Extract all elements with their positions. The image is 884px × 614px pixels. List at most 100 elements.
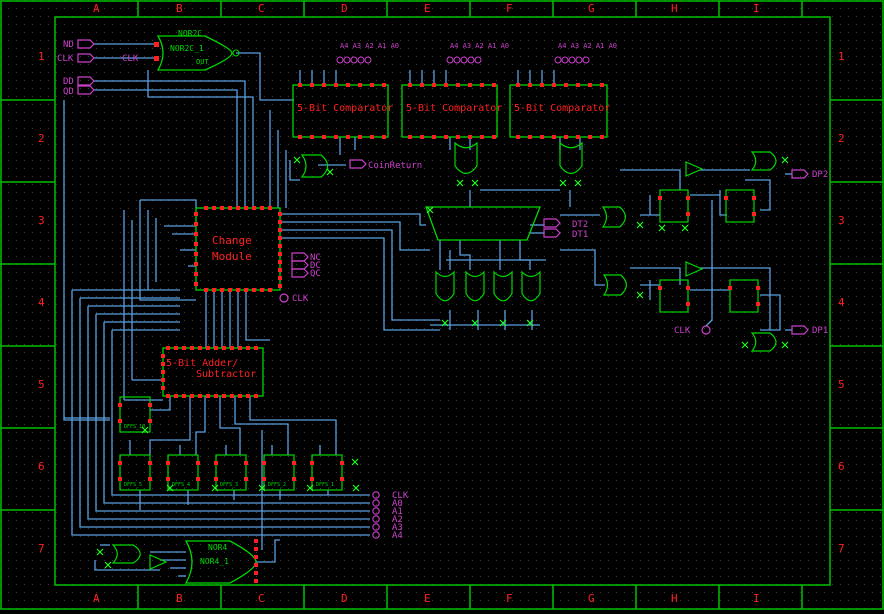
dff-label: DFFS_10 <box>124 424 145 430</box>
and-gate-4[interactable] <box>521 270 541 302</box>
or-gate-comp2[interactable] <box>454 141 478 174</box>
change-module-line1: Change <box>212 234 252 247</box>
bus-port-a3[interactable]: A3 <box>372 523 403 533</box>
unconnected-markers <box>96 156 789 569</box>
comparator-2[interactable]: 5-Bit Comparator A4 A3 A2 A1 A0 <box>401 42 509 138</box>
row-label-right: 3 <box>838 214 845 227</box>
bus-port-a4[interactable]: A4 <box>372 531 403 541</box>
port-coin-return[interactable]: CoinReturn <box>349 159 422 171</box>
column-label-bottom: H <box>671 592 678 605</box>
comparator-3[interactable]: 5-Bit Comparator A4 A3 A2 A1 A0 <box>509 42 617 138</box>
comparator-2-title: 5-Bit Comparator <box>406 103 502 114</box>
bus-port-label: A1 <box>392 507 403 517</box>
dff-right[interactable] <box>658 189 690 223</box>
nor2c-title: NOR2C <box>178 29 202 38</box>
buffer[interactable] <box>149 554 168 570</box>
comparator-3-title: 5-Bit Comparator <box>514 103 610 114</box>
port-clk-right[interactable]: CLK <box>674 325 711 336</box>
port-nd[interactable]: ND <box>63 39 95 50</box>
port-dt2[interactable]: DT2 <box>543 218 588 230</box>
port-dp1[interactable]: DP1 <box>791 325 828 336</box>
port-qc[interactable]: QC <box>291 268 321 279</box>
nor-gate-bottom[interactable] <box>111 544 141 564</box>
row-label-left: 2 <box>38 132 45 145</box>
port-coin-return-label: CoinReturn <box>368 161 422 171</box>
dff-label: DFFS_5 <box>124 482 142 488</box>
bus-port-label: A3 <box>392 523 403 533</box>
port-dt2-label: DT2 <box>572 220 588 230</box>
column-label-top: G <box>588 2 595 15</box>
row-label-left: 7 <box>38 542 45 555</box>
dff-right[interactable] <box>724 189 756 223</box>
comparator-1[interactable]: 5-Bit Comparator A4 A3 A2 A1 A0 <box>292 42 399 138</box>
column-label-bottom: I <box>753 592 760 605</box>
port-dd[interactable]: DD <box>63 76 95 87</box>
column-label-top: B <box>176 2 183 15</box>
bus-port-a0[interactable]: A0 <box>372 499 403 509</box>
column-label-top: C <box>258 2 265 15</box>
port-dt1[interactable]: DT1 <box>543 228 588 240</box>
column-label-top: I <box>753 2 760 15</box>
buffer[interactable] <box>685 261 704 277</box>
and-gate-1[interactable] <box>435 270 455 302</box>
row-label-left: 5 <box>38 378 45 391</box>
column-label-top: A <box>93 2 100 15</box>
dff-dffs_4[interactable]: DFFS_4 <box>166 454 200 491</box>
port-qc-label: QC <box>310 269 321 279</box>
row-label-left: 6 <box>38 460 45 473</box>
port-nd-label: ND <box>63 40 74 50</box>
dff-dffs_2[interactable]: DFFS_2 <box>262 454 296 491</box>
nor-gate-dp1[interactable] <box>750 332 777 352</box>
port-qd[interactable]: QD <box>63 85 95 97</box>
and-gate-2[interactable] <box>465 270 485 302</box>
port-clk-change[interactable]: CLK <box>279 293 309 304</box>
column-label-bottom: E <box>424 592 431 605</box>
port-dp2-label: DP2 <box>812 170 828 180</box>
bus-port-label: CLK <box>392 491 409 501</box>
port-dc[interactable]: DC <box>291 260 321 271</box>
net-clk-nor-label: CLK <box>122 54 139 64</box>
row-label-left: 3 <box>38 214 45 227</box>
adder-line2: Subtractor <box>196 369 256 380</box>
column-label-bottom: G <box>588 592 595 605</box>
bus-port-a1[interactable]: A1 <box>372 507 403 517</box>
multiplexer[interactable] <box>425 206 541 241</box>
column-label-bottom: F <box>506 592 513 605</box>
or-gate-comp3[interactable] <box>559 141 583 174</box>
column-label-bottom: C <box>258 592 265 605</box>
port-nc-label: NC <box>310 253 321 263</box>
dff-dffs_5[interactable]: DFFS_5 <box>118 454 152 491</box>
port-clk-right-label: CLK <box>674 326 691 336</box>
nor2c-gate[interactable]: NOR2C NOR2C_1 OUT <box>154 29 240 71</box>
comparator-2-inputs: A4 A3 A2 A1 A0 <box>450 42 509 50</box>
row-label-right: 4 <box>838 296 845 309</box>
bus-port-a2[interactable]: A2 <box>372 515 403 525</box>
dff-right[interactable] <box>658 279 690 313</box>
column-label-top: E <box>424 2 431 15</box>
or-gate-right-bottom[interactable] <box>602 274 627 296</box>
dff-label: DFFS_1 <box>316 482 334 488</box>
port-dp2[interactable]: DP2 <box>791 169 828 180</box>
port-nc[interactable]: NC <box>291 252 321 263</box>
dff-dffs_1[interactable]: DFFS_1 <box>310 454 344 491</box>
dff-right[interactable] <box>728 279 760 313</box>
dff-dffs_10[interactable]: DFFS_10 <box>118 396 152 433</box>
nor4-gate[interactable]: NOR4 NOR4_1 <box>184 540 257 584</box>
buffer[interactable] <box>685 161 704 177</box>
dff-label: DFFS_4 <box>172 482 190 488</box>
nor-gate-dp2[interactable] <box>750 151 777 171</box>
and-gate-3[interactable] <box>493 270 513 302</box>
change-module-line2: Module <box>212 250 252 263</box>
row-label-right: 6 <box>838 460 845 473</box>
column-label-bottom: A <box>93 592 100 605</box>
dff-dffs_3[interactable]: DFFS_3 <box>214 454 248 491</box>
or-gate-right-top[interactable] <box>601 206 626 228</box>
or-gate-coin[interactable] <box>300 154 329 178</box>
port-clk-top[interactable]: CLK <box>57 53 95 64</box>
bus-port-clk[interactable]: CLK <box>372 491 409 501</box>
